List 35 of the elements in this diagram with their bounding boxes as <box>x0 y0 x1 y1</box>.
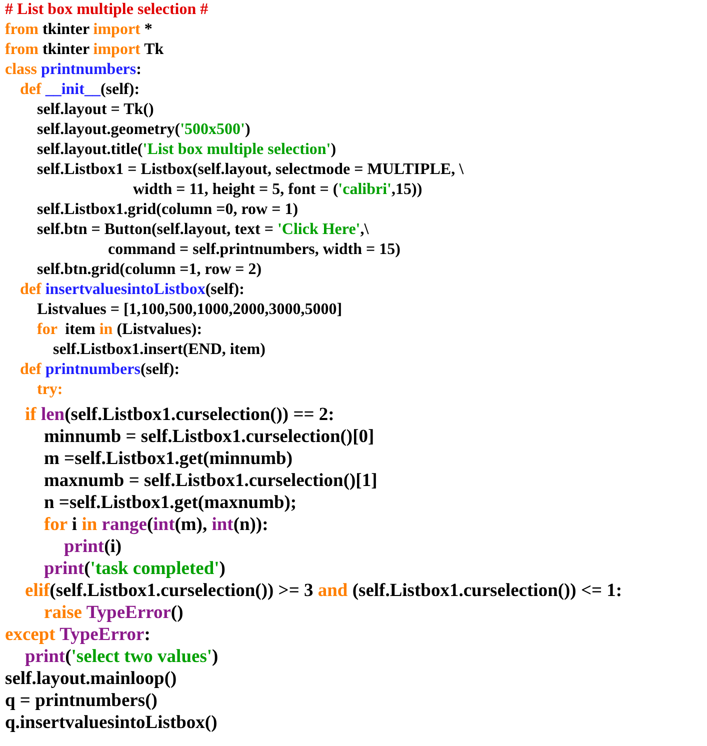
code-line: elif(self.Listbox1.curselection()) >= 3 and (self.Listbox1.curselection()) <= 1: <box>25 581 622 602</box>
code-line: def printnumbers(self): <box>20 361 180 379</box>
code-line: self.Listbox1 = Listbox(self.layout, selectmode = MULTIPLE, \ <box>37 161 464 179</box>
code-line: from tkinter import Tk <box>5 41 164 59</box>
code-line: self.layout = Tk() <box>37 101 154 119</box>
code-line: minnumb = self.Listbox1.curselection()[0] <box>44 427 374 448</box>
code-line: q = printnumbers() <box>5 691 158 712</box>
code-line: print('task completed') <box>44 559 226 580</box>
code-line: maxnumb = self.Listbox1.curselection()[1] <box>44 471 378 492</box>
code-line: command = self.printnumbers, width = 15) <box>108 241 400 259</box>
code-line: q.insertvaluesintoListbox() <box>5 713 218 734</box>
code-line: m =self.Listbox1.get(minnumb) <box>44 449 292 470</box>
code-line: Listvalues = [1,100,500,1000,2000,3000,5000] <box>37 301 342 319</box>
code-line: n =self.Listbox1.get(maxnumb); <box>44 493 297 514</box>
code-line: self.layout.mainloop() <box>5 669 177 690</box>
code-line: from tkinter import * <box>5 21 152 39</box>
code-line: self.layout.geometry('500x500') <box>37 121 250 139</box>
code-line: for item in (Listvalues): <box>37 321 202 339</box>
code-line: except TypeError: <box>5 625 150 646</box>
code-line: def insertvaluesintoListbox(self): <box>20 281 244 299</box>
code-line: # List box multiple selection # <box>5 1 208 19</box>
code-line: self.layout.title('List box multiple selection') <box>37 141 336 159</box>
code-line: def __init__(self): <box>20 81 140 99</box>
code-line: if len(self.Listbox1.curselection()) == 2: <box>25 405 334 426</box>
code-line: for i in range(int(m), int(n)): <box>44 515 268 536</box>
code-line: self.btn.grid(column =1, row = 2) <box>37 261 262 279</box>
code-line: print(i) <box>64 537 122 558</box>
code-line: print('select two values') <box>25 647 218 668</box>
code-line: self.Listbox1.grid(column =0, row = 1) <box>37 201 298 219</box>
code-line: width = 11, height = 5, font = ('calibri',15)) <box>133 181 422 199</box>
code-line: raise TypeError() <box>44 603 184 624</box>
code-line: self.btn = Button(self.layout, text = 'Click Here',\ <box>37 221 369 239</box>
code-line: try: <box>37 381 63 399</box>
code-line: class printnumbers: <box>5 61 142 79</box>
code-line: self.Listbox1.insert(END, item) <box>53 341 266 359</box>
